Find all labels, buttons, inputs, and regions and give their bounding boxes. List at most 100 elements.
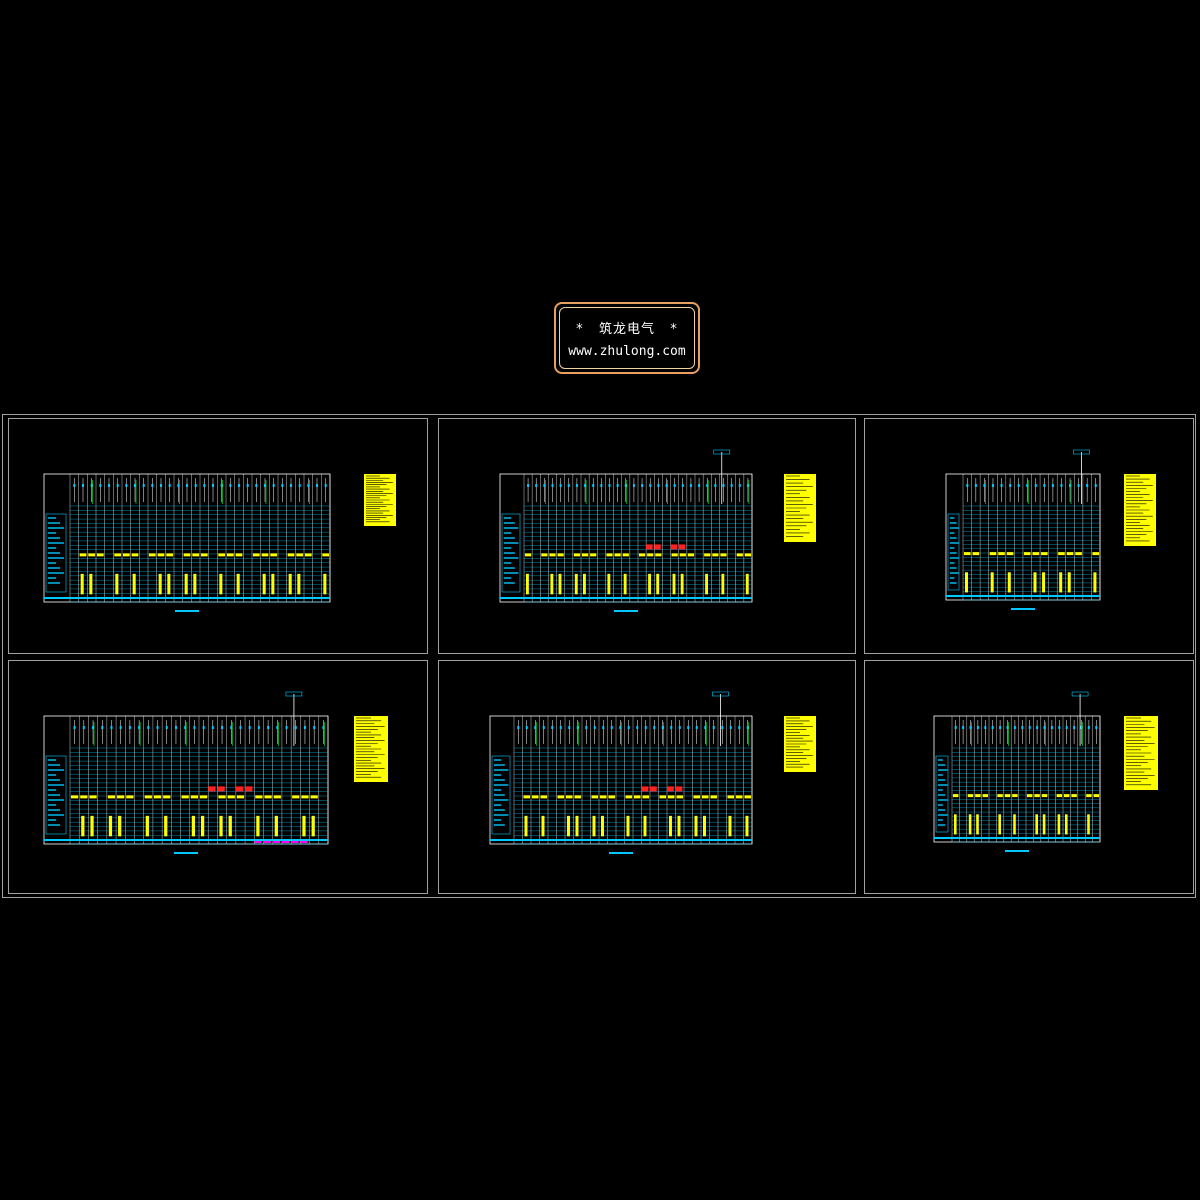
schedule-table xyxy=(489,691,753,854)
yellow-row-cell xyxy=(557,795,564,799)
breaker-symbol xyxy=(714,484,717,487)
yellow-column-mark xyxy=(1035,814,1038,835)
red-mark xyxy=(245,786,253,792)
yellow-row-cell xyxy=(97,553,104,557)
yellow-column-mark xyxy=(524,815,528,837)
yellow-row-cell xyxy=(89,795,97,799)
yellow-row-cell xyxy=(655,553,662,557)
yellow-row-cell xyxy=(1032,552,1040,556)
breaker-symbol xyxy=(729,726,732,729)
breaker-symbol xyxy=(559,726,562,729)
yellow-row-cell xyxy=(647,553,654,557)
magenta-mark xyxy=(263,840,271,843)
breaker-symbol xyxy=(116,484,119,487)
legend-column xyxy=(45,513,67,593)
breaker-symbol xyxy=(147,726,150,729)
yellow-row-cell xyxy=(1041,552,1048,556)
yellow-row-cell xyxy=(1012,794,1018,798)
breaker-symbol xyxy=(657,484,660,487)
yellow-row-cell xyxy=(687,553,694,557)
yellow-column-mark xyxy=(607,573,611,595)
breaker-symbol xyxy=(138,726,141,729)
breaker-symbol xyxy=(101,726,104,729)
red-mark xyxy=(675,786,683,792)
breaker-symbol xyxy=(991,484,994,487)
yellow-column-mark xyxy=(297,573,301,595)
yellow-column-mark xyxy=(1093,572,1097,593)
yellow-column-mark xyxy=(965,572,968,593)
breaker-symbol xyxy=(82,726,85,729)
breaker-symbol xyxy=(212,484,214,487)
breaker-symbol xyxy=(194,484,197,487)
watermark-inner-border xyxy=(559,307,695,369)
breaker-symbol xyxy=(619,726,622,729)
sheet-2-canvas xyxy=(438,418,856,654)
magenta-mark xyxy=(291,840,299,843)
breaker-symbol xyxy=(1094,484,1097,487)
yellow-row-cell xyxy=(591,795,598,799)
red-mark xyxy=(670,544,678,550)
breaker-symbol xyxy=(678,726,681,729)
yellow-row-cell xyxy=(671,553,678,557)
watermark-title: * 筑龙电气 * xyxy=(576,322,678,337)
breaker-symbol xyxy=(966,484,969,487)
red-mark xyxy=(646,544,653,550)
breaker-symbol xyxy=(517,726,520,729)
yellow-column-mark xyxy=(219,815,223,837)
yellow-row-cell xyxy=(305,553,312,557)
yellow-row-cell xyxy=(608,795,615,799)
red-mark xyxy=(217,786,225,792)
yellow-column-mark xyxy=(583,573,586,595)
breaker-symbol xyxy=(746,726,749,729)
yellow-column-mark xyxy=(1057,814,1061,835)
breaker-symbol xyxy=(1043,726,1046,729)
yellow-row-cell xyxy=(712,553,719,557)
yellow-column-mark xyxy=(728,815,732,837)
breaker-symbol xyxy=(99,484,102,487)
yellow-column-mark xyxy=(677,815,681,837)
yellow-column-mark xyxy=(108,815,113,837)
breaker-symbol xyxy=(73,484,76,487)
breaker-symbol xyxy=(704,726,707,729)
breaker-symbol xyxy=(593,726,596,729)
yellow-row-cell xyxy=(71,795,79,799)
yellow-row-cell xyxy=(549,553,556,557)
yellow-row-cell xyxy=(982,794,988,798)
breaker-symbol xyxy=(649,484,652,487)
yellow-row-cell xyxy=(190,795,198,799)
breaker-symbol xyxy=(1034,484,1037,487)
yellow-row-cell xyxy=(679,553,686,557)
breaker-symbol xyxy=(738,726,741,729)
yellow-row-cell xyxy=(590,553,597,557)
yellow-column-mark xyxy=(1042,814,1046,835)
yellow-row-cell xyxy=(163,795,171,799)
breaker-symbol xyxy=(156,726,159,729)
breaker-symbol xyxy=(706,484,709,487)
yellow-row-cell xyxy=(131,553,139,557)
sheet-border xyxy=(864,660,1194,894)
yellow-column-mark xyxy=(288,573,292,595)
yellow-row-cell xyxy=(574,795,581,799)
magenta-mark xyxy=(254,840,262,843)
breaker-symbol xyxy=(276,726,279,729)
breaker-symbol xyxy=(1058,726,1061,729)
yellow-row-cell xyxy=(287,553,295,557)
yellow-column-mark xyxy=(998,814,1001,835)
yellow-row-cell xyxy=(532,795,539,799)
yellow-column-mark xyxy=(669,815,672,837)
breaker-symbol xyxy=(627,726,630,729)
breaker-symbol xyxy=(653,726,656,729)
drawing-title-line xyxy=(1005,850,1029,852)
yellow-row-cell xyxy=(1086,794,1092,798)
yellow-row-cell xyxy=(975,794,981,798)
breaker-symbol xyxy=(267,726,270,729)
drawing-title-line xyxy=(1011,608,1035,610)
yellow-row-cell xyxy=(192,553,199,557)
yellow-row-cell xyxy=(149,553,156,557)
yellow-column-mark xyxy=(158,573,162,595)
yellow-row-cell xyxy=(273,795,281,799)
yellow-column-mark xyxy=(1087,814,1090,835)
breaker-symbol xyxy=(1017,484,1020,487)
breaker-symbol xyxy=(1050,726,1053,729)
drawing-title-line xyxy=(175,610,199,612)
